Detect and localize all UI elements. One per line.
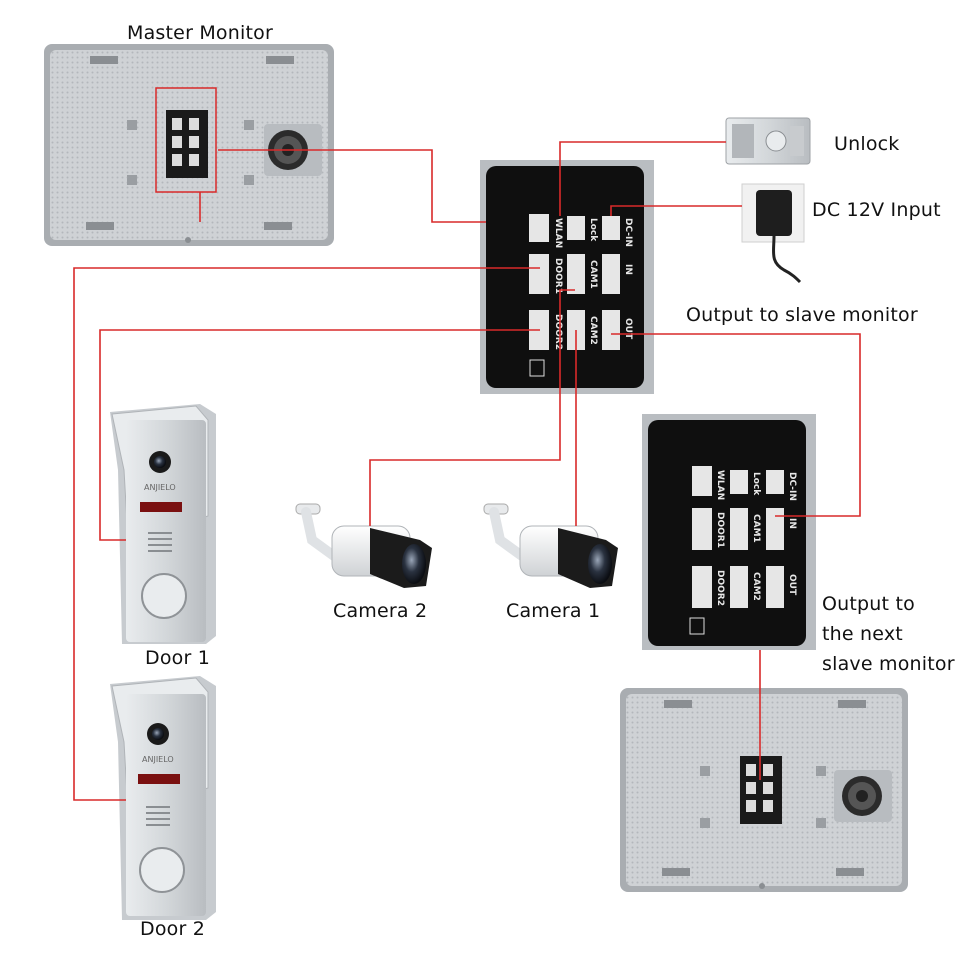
port-dcin-label: DC-IN (623, 218, 633, 247)
wire-master-to-panel (218, 149, 486, 223)
door1-brand: ANJIELO (144, 483, 176, 492)
wire-lock (559, 141, 726, 216)
master-monitor (44, 44, 334, 246)
port-lock-label: Lock (588, 218, 598, 242)
wire-door1 (73, 267, 540, 801)
label-output-next-line3: slave monitor (822, 653, 955, 675)
master-terminal-panel: WLAN Lock DC-IN DOOR1 CAM1 IN DOOR2 CAM2… (480, 160, 654, 394)
slave-monitor (620, 688, 908, 892)
port-in-label: IN (623, 264, 633, 275)
port-wlan-label: WLAN (553, 218, 563, 248)
label-output-slave: Output to slave monitor (686, 304, 918, 326)
power-adapter-icon (741, 183, 805, 284)
slave-port-dcin-label: DC-IN (787, 472, 797, 501)
camera-2-icon (295, 503, 432, 588)
slave-port-wlan-label: WLAN (715, 470, 725, 500)
slave-port-cam2-label: CAM2 (751, 572, 761, 601)
door-station-1-icon: ANJIELO (110, 404, 216, 644)
port-out-label: OUT (623, 318, 633, 340)
label-output-next-line2: the next (822, 623, 903, 645)
port-door2-label: DOOR2 (553, 314, 563, 350)
slave-port-cam1-label: CAM1 (751, 514, 761, 543)
port-door1-label: DOOR1 (553, 258, 563, 294)
camera-1-icon (483, 503, 618, 588)
label-output-next-line1: Output to (822, 593, 915, 615)
slave-port-door2-label: DOOR2 (715, 570, 725, 606)
wiring-lines (73, 141, 861, 801)
slave-port-door1-label: DOOR1 (715, 512, 725, 548)
slave-port-in-label: IN (787, 518, 797, 529)
label-dc-input: DC 12V Input (812, 199, 941, 221)
label-master-monitor: Master Monitor (127, 22, 273, 44)
slave-port-out-label: OUT (787, 574, 797, 596)
slave-terminal-panel: WLAN Lock DC-IN DOOR1 CAM1 IN DOOR2 CAM2… (642, 414, 816, 650)
door2-brand: ANJIELO (142, 755, 174, 764)
label-unlock: Unlock (834, 133, 900, 155)
label-door-2: Door 2 (140, 918, 206, 940)
wire-dc-input (610, 205, 742, 216)
slave-port-lock-label: Lock (751, 472, 761, 496)
label-door-1: Door 1 (145, 647, 211, 669)
port-cam1-label: CAM1 (588, 260, 598, 289)
electric-lock-icon (725, 117, 811, 165)
door-station-2-icon: ANJIELO (110, 676, 216, 920)
wire-out-to-slave (611, 333, 861, 517)
label-camera-1: Camera 1 (506, 600, 601, 622)
wire-cam2 (369, 289, 575, 526)
label-camera-2: Camera 2 (333, 600, 428, 622)
port-cam2-label: CAM2 (588, 316, 598, 345)
wire-door2 (99, 329, 540, 541)
